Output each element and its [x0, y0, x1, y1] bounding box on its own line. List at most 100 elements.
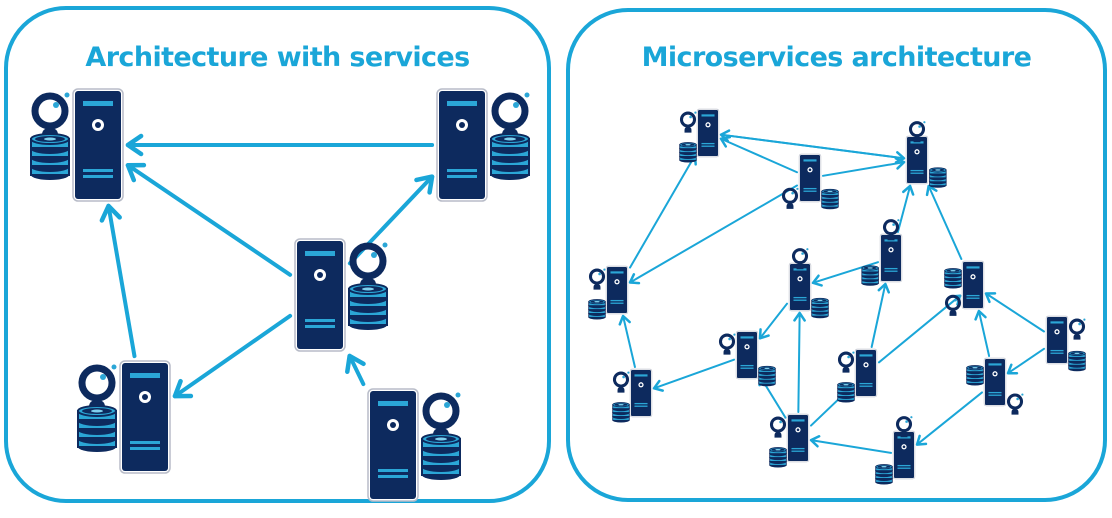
node-l1[interactable] [30, 88, 124, 202]
node-l2[interactable] [436, 88, 530, 202]
edge-line [720, 137, 798, 174]
database-icon [821, 188, 839, 210]
edge-line [629, 154, 696, 269]
arrowhead-icon [925, 184, 938, 197]
server-icon [892, 430, 916, 480]
database-icon [811, 297, 829, 319]
server-icon [798, 153, 822, 203]
node-l4[interactable] [77, 360, 171, 474]
user-icon [781, 187, 799, 209]
arrowhead-icon [877, 282, 890, 294]
edge-N13-to-N5 [793, 311, 806, 413]
node-l3[interactable] [294, 238, 388, 352]
arrowhead-icon [345, 353, 366, 374]
node-n14[interactable] [875, 416, 916, 485]
arrowhead-icon [902, 184, 915, 196]
database-icon [77, 405, 117, 452]
panel-title: Microservices architecture [641, 42, 1032, 73]
node-n7[interactable] [944, 260, 985, 316]
user-icon [791, 248, 809, 270]
edge-line [822, 161, 905, 177]
user-icon [882, 219, 900, 241]
edge-N14-to-N13 [809, 434, 892, 454]
panel-microservices-architecture: Microservices architecture [566, 8, 1107, 502]
node-n2[interactable] [781, 153, 839, 210]
node-n6[interactable] [861, 219, 903, 286]
node-n9[interactable] [837, 348, 878, 403]
edge-line [797, 312, 801, 413]
server-icon [961, 260, 985, 310]
edge-line [347, 353, 366, 387]
database-icon [758, 365, 776, 387]
edge-N12-to-N7 [984, 292, 1045, 333]
edge-N8-to-N10 [652, 358, 735, 392]
node-n11[interactable] [966, 357, 1024, 415]
server-icon [983, 357, 1007, 407]
arrowhead-icon [811, 274, 823, 287]
edge-L5-to-L3 [345, 353, 366, 387]
edge-N2-to-N3 [822, 157, 906, 177]
node-l5[interactable] [367, 388, 461, 502]
edge-line [125, 163, 293, 277]
user-icon [1006, 393, 1024, 415]
database-icon [929, 167, 947, 188]
user-icon [718, 333, 736, 355]
edge-line [977, 310, 991, 357]
database-icon [348, 283, 388, 330]
edge-L3-to-L4 [172, 313, 293, 399]
user-icon [908, 121, 926, 143]
edge-N7-to-N3 [925, 184, 963, 260]
edge-line [870, 283, 887, 348]
node-n12[interactable] [1045, 315, 1086, 372]
edge-line [622, 315, 636, 368]
node-n4[interactable] [588, 265, 629, 320]
arrowhead-icon [915, 434, 928, 446]
arrowhead-icon [618, 314, 631, 326]
edge-L4-to-L1 [99, 203, 137, 359]
node-n1[interactable] [679, 108, 720, 163]
node-n5[interactable] [788, 248, 829, 319]
server-icon [72, 88, 124, 202]
database-icon [612, 402, 630, 423]
arrowhead-icon [652, 379, 664, 392]
panel-title: Architecture with services [85, 42, 470, 73]
server-icon [367, 388, 419, 502]
edge-N9-to-N6 [870, 282, 890, 348]
arrowhead-icon [793, 311, 806, 322]
node-n13[interactable] [769, 413, 810, 468]
edge-N6-to-N3 [896, 184, 915, 233]
arrowhead-icon [172, 378, 194, 399]
edge-line [1007, 347, 1045, 375]
node-n8[interactable] [718, 330, 776, 387]
arrowhead-icon [628, 273, 641, 285]
database-icon [966, 365, 984, 386]
server-icon [1045, 315, 1069, 365]
arrowhead-icon [974, 309, 987, 321]
database-icon [490, 133, 530, 180]
node-n10[interactable] [612, 368, 653, 423]
server-icon [786, 413, 810, 463]
user-icon [895, 416, 913, 438]
edge-line [653, 358, 735, 390]
arrowhead-icon [125, 162, 147, 183]
node-n3[interactable] [905, 121, 947, 188]
edge-line [927, 185, 963, 260]
server-icon [788, 262, 812, 312]
edge-line [810, 439, 892, 454]
database-icon [421, 433, 461, 480]
edge-line [916, 391, 983, 446]
user-icon [612, 371, 630, 393]
edge-L2-to-L1 [125, 133, 435, 157]
user-icon [1068, 318, 1086, 340]
database-icon [875, 464, 893, 485]
user-icon [679, 111, 697, 133]
edge-N2-to-N1 [719, 135, 798, 174]
edge-line [172, 313, 293, 399]
user-icon [837, 351, 855, 373]
database-icon [679, 142, 697, 163]
user-icon [944, 294, 962, 316]
server-icon [854, 348, 878, 398]
edge-N5-to-N8 [758, 302, 788, 340]
arrowhead-icon [719, 135, 732, 148]
